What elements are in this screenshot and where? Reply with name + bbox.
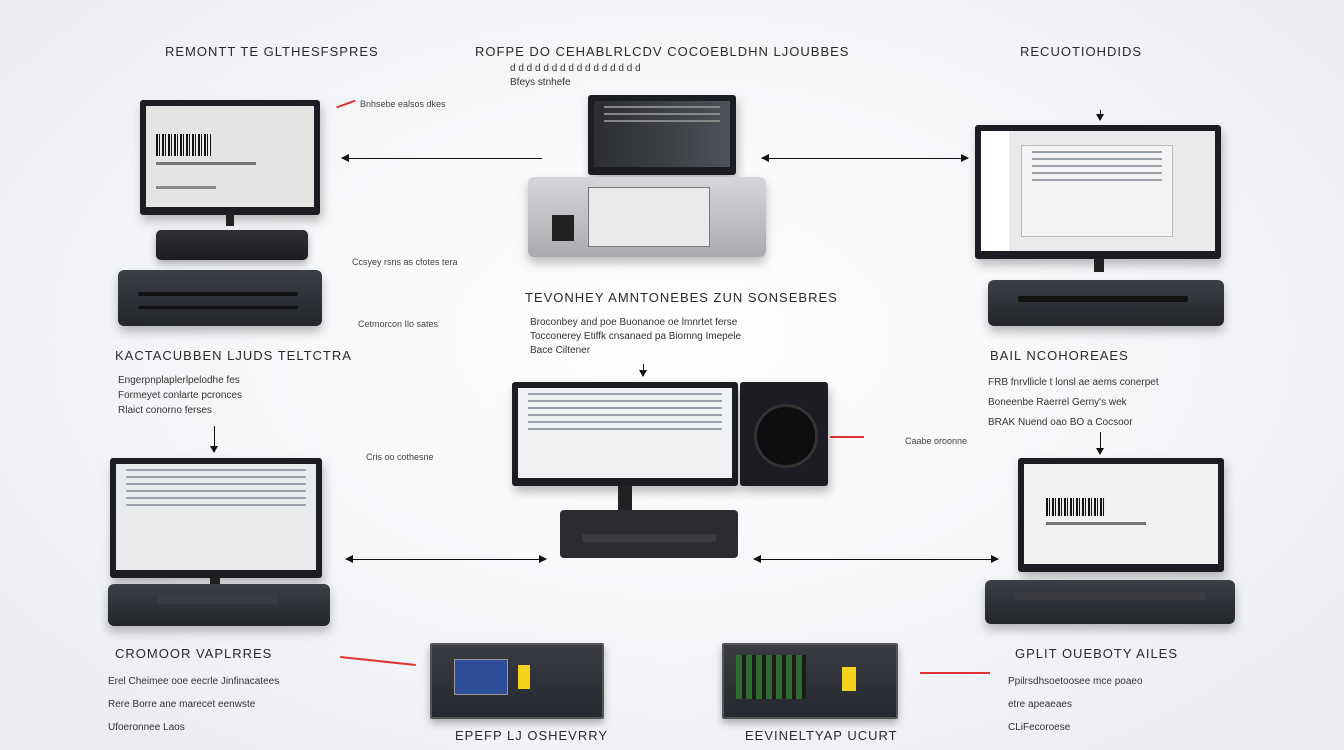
arrow-down-top-right bbox=[1096, 110, 1104, 121]
arrow-down-center bbox=[639, 364, 647, 377]
callout-center-right: Caabe oroonne bbox=[905, 436, 968, 446]
title-bottom-left: CROMOOR VAPLRRES bbox=[115, 646, 273, 661]
title-center-mid: TEVONHEY AMNTONEBES ZUN SONSEBRES bbox=[525, 290, 838, 305]
title-top-center: ROFPE DO CEHABLRLCDV COCOEBLDHN LJOUBBES bbox=[475, 44, 850, 59]
barcode-icon bbox=[1046, 498, 1106, 516]
list-item: etre apeaeaes bbox=[1008, 699, 1072, 710]
monitor-top-left bbox=[140, 100, 320, 215]
monitor-bottom-left bbox=[110, 458, 322, 578]
red-pointer-top-left bbox=[336, 99, 356, 109]
list-item: Engerpnplaplerlpelodhe fes bbox=[118, 375, 240, 386]
monitor-screen bbox=[146, 106, 314, 207]
title-bottom-center-right: EEVINELTYAP UCURT bbox=[745, 728, 898, 743]
list-item: BRAK Nuend oao BO a Cocsoor bbox=[988, 417, 1133, 428]
list-item: FRB fnrvllicle t lonsl ae aems conerpet bbox=[988, 377, 1159, 388]
keyboard-bottom-left bbox=[108, 584, 330, 626]
indicator-icon bbox=[842, 667, 856, 691]
top-center-bullets: d d d d d d d d d d d d d d d d Bfeys st… bbox=[510, 62, 641, 90]
keyboard-bottom-right bbox=[985, 580, 1235, 624]
mid-right-bullets: FRB fnrvllicle t lonsl ae aems conerpet … bbox=[988, 373, 1159, 433]
list-item: Rlaict conorno ferses bbox=[118, 405, 212, 416]
list-item: Ppilrsdhsoetoosee mce poaeo bbox=[1008, 676, 1143, 687]
callout-top-left: Bnhsebe ealsos dkes bbox=[360, 99, 446, 109]
callout-center-left: Cris oo cothesne bbox=[366, 452, 434, 462]
list-item: CLiFecoroese bbox=[1008, 722, 1071, 733]
arrow-right-bottom bbox=[753, 555, 999, 563]
center-bullets: Broconbey and poe Buonanoe oe lmnrtet fe… bbox=[530, 316, 741, 358]
arrow-left-bottom bbox=[345, 555, 547, 563]
list-item: Tocconerey Etiffk cnsanaed pa Biomng Ime… bbox=[530, 331, 742, 342]
list-item: Broconbey and poe Buonanoe oe lmnrtet fe… bbox=[530, 317, 738, 328]
circuit-board-left bbox=[430, 643, 604, 719]
callout-left-keyboard: Cetmorcon Ilo sates bbox=[358, 319, 439, 329]
keyboard-top-left bbox=[156, 230, 308, 260]
arrow-right-top bbox=[761, 154, 969, 162]
red-pointer-bottom-right bbox=[920, 672, 990, 674]
arrow-down-right bbox=[1096, 432, 1104, 455]
barcode-icon bbox=[156, 134, 211, 156]
title-mid-left: KACTACUBBEN LJUDS TELTCTRA bbox=[115, 348, 352, 363]
list-item: Bfeys stnhefe bbox=[510, 77, 571, 88]
list-item: Erel Cheimee ooe eecrle Jinfinacatees bbox=[108, 676, 280, 687]
console-top-center bbox=[528, 177, 766, 257]
bottom-left-bullets: Erel Cheimee ooe eecrle Jinfinacatees Re… bbox=[108, 670, 279, 739]
title-bottom-right: GPLIT OUEBOTY AILES bbox=[1015, 646, 1179, 661]
monitor-top-right bbox=[975, 125, 1221, 259]
keyboard-top-right bbox=[988, 280, 1224, 326]
title-top-left: REMONTT TE GLTHESFSPRES bbox=[165, 44, 379, 59]
list-item: Rere Borre ane marecet eenwste bbox=[108, 699, 256, 710]
list-item: Boneenbe Raerrel Gerny's wek bbox=[988, 397, 1127, 408]
title-bottom-center-left: EPEFP LJ OSHEVRRY bbox=[455, 728, 609, 743]
circuit-board-right bbox=[722, 643, 898, 719]
list-item: Bace Ciltener bbox=[530, 345, 591, 356]
list-item: d d d d d d d d d d d d d d d d bbox=[510, 63, 641, 74]
monitor-bottom-right bbox=[1018, 458, 1224, 572]
control-panel-center bbox=[740, 382, 828, 486]
red-pointer-bottom-left bbox=[340, 656, 416, 666]
callout-left-tower: Ccsyey rsns as cfotes tera bbox=[352, 257, 458, 267]
monitor-center bbox=[512, 382, 738, 486]
arrow-left-top bbox=[341, 154, 542, 162]
title-mid-right: BAIL NCOHOREAES bbox=[990, 348, 1129, 363]
list-item: Ufoeronnee Laos bbox=[108, 722, 185, 733]
title-top-right: RECUOTIOHDIDS bbox=[1020, 44, 1143, 59]
list-item: Formeyet conlarte pcronces bbox=[118, 390, 242, 401]
tower-top-left bbox=[118, 270, 322, 326]
bottom-right-bullets: Ppilrsdhsoetoosee mce poaeo etre apeaeae… bbox=[1008, 670, 1143, 739]
red-pointer-center bbox=[830, 436, 864, 438]
mid-left-bullets: Engerpnplaplerlpelodhe fes Formeyet conl… bbox=[118, 373, 242, 418]
arrow-down-left bbox=[210, 426, 218, 453]
dial-icon bbox=[754, 404, 818, 468]
indicator-icon bbox=[518, 665, 530, 689]
keyboard-center bbox=[560, 510, 738, 558]
monitor-top-center bbox=[588, 95, 736, 175]
